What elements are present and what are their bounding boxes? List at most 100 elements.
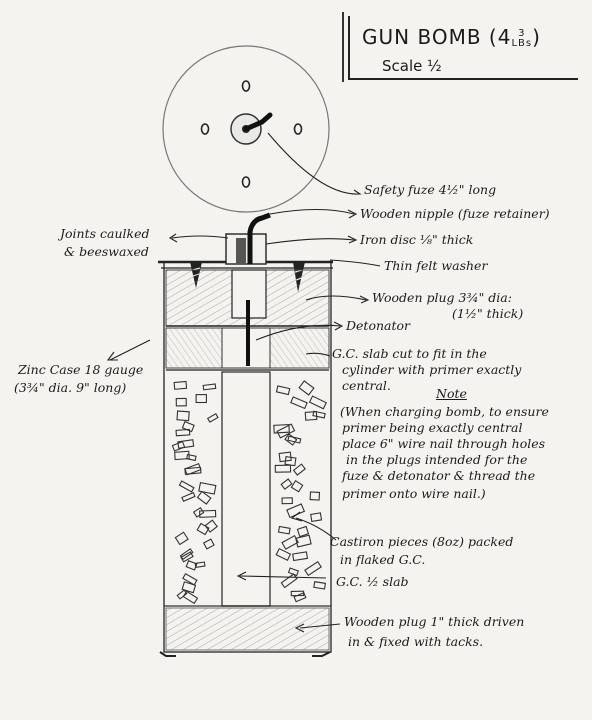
cast-iron-piece [196,490,212,505]
cast-iron-piece [276,423,296,439]
label-bottom-plug-line2: in & fixed with tacks. [348,634,484,649]
label-bottom-plug-line1: Wooden plug 1" thick driven [344,614,525,629]
label-cast-iron-line1: Castiron pieces (8oz) packed [330,534,514,549]
label-zinc-case-line2: (3¾" dia. 9" long) [14,380,127,395]
cast-iron-piece [182,572,198,586]
cast-iron-piece [296,525,310,538]
cast-iron-piece [287,435,302,444]
cast-iron-piece [177,439,195,449]
cast-iron-piece [281,497,293,505]
note-heading: Note [436,386,467,401]
cast-iron-piece [175,397,187,407]
cast-iron-piece [281,534,299,550]
cast-iron-piece [293,592,307,603]
cast-iron-piece [202,383,217,391]
cast-iron-piece [181,491,196,502]
title-weight-close: ) [532,25,541,49]
cast-iron-piece [313,581,327,590]
label-joints-line1: Joints caulked [60,226,150,241]
note-line: in the plugs intended for the [346,452,528,467]
note-line: fuze & detonator & thread the [342,468,536,483]
title-weight-den: LBs [511,37,533,49]
wooden-nipple [225,212,271,265]
note-line: (When charging bomb, to ensure [340,404,549,419]
cast-iron-piece [309,491,321,501]
cast-iron-piece [181,581,197,594]
title-text: GUN BOMB [362,25,482,49]
cast-iron-piece [174,531,189,546]
title-weight-num: 3 [518,27,526,39]
cast-iron-piece [298,380,315,396]
note-line: place 6" wire nail through holes [342,436,546,451]
cast-iron-piece [308,395,328,410]
label-cast-iron-line2: in flaked G.C. [340,552,426,567]
cast-iron-piece [192,506,205,518]
label-wooden-plug: Wooden plug 3¾" dia: [372,290,512,305]
cast-iron-piece [275,385,291,396]
cast-iron-piece [186,453,197,462]
cast-iron-piece [292,463,306,476]
label-gc-slab-line3: central. [342,378,391,393]
leader-lines [106,132,381,633]
cast-iron-piece [312,410,326,419]
cast-iron-piece [275,547,292,562]
cast-iron-piece [195,394,207,404]
cast-iron-piece [278,451,292,463]
cast-iron-piece [280,478,293,490]
bottom-wooden-plug [159,605,331,657]
title-weight-open: (4 [488,25,512,49]
note-line: primer onto wire nail.) [342,486,486,501]
cast-iron-piece [180,551,194,563]
primer-column [221,371,271,607]
label-joints-line2: & beeswaxed [64,244,149,259]
label-zinc-case-line1: Zinc Case 18 gauge [18,362,144,377]
gc-slab [165,300,330,371]
cast-iron-piece [175,428,191,437]
top-view-disc [162,45,330,213]
cast-iron-piece [204,519,218,533]
cast-iron-piece [178,480,195,493]
cast-iron-piece [185,560,198,571]
label-wooden-plug-thickness: (1½" thick) [452,306,524,321]
label-safety-fuze: Safety fuze 4½" long [364,182,497,197]
cast-iron-pieces [171,380,328,605]
cast-iron-piece [304,411,318,421]
cast-iron-piece [274,464,292,473]
label-gc-slab-line2: cylinder with primer exactly [342,362,522,377]
cast-iron-piece [171,440,186,452]
cast-iron-piece [280,573,298,589]
cast-iron-piece [290,480,304,493]
cast-iron-piece [184,462,202,476]
title-box [342,12,578,82]
cast-iron-piece [277,525,291,535]
cast-iron-piece [292,551,309,562]
label-gc-half-slab: G.C. ½ slab [336,574,409,589]
label-detonator: Detonator [346,318,410,333]
cast-iron-piece [202,538,215,550]
cast-iron-piece [198,481,217,495]
label-gc-slab-line1: G.C. slab cut to fit in the [332,346,487,361]
cast-iron-piece [295,534,312,548]
cast-iron-piece [194,561,206,568]
cast-iron-piece [173,380,188,390]
cast-iron-piece [182,590,199,605]
cast-iron-piece [310,512,323,523]
cast-iron-piece [176,410,190,422]
cast-iron-piece [290,396,308,410]
cast-iron-piece [304,561,322,577]
cast-iron-piece [273,424,290,434]
cast-iron-piece [206,412,219,423]
label-felt-washer: Thin felt washer [384,258,488,273]
cast-iron-piece [284,433,298,446]
cast-iron-piece [287,567,300,577]
cast-iron-piece [199,509,217,518]
label-wooden-nipple: Wooden nipple (fuze retainer) [360,206,550,221]
label-iron-disc: Iron disc ⅛" thick [360,232,474,247]
scale-label: Scale ½ [382,57,442,75]
cast-iron-piece [181,420,195,433]
cast-iron-piece [196,522,210,536]
